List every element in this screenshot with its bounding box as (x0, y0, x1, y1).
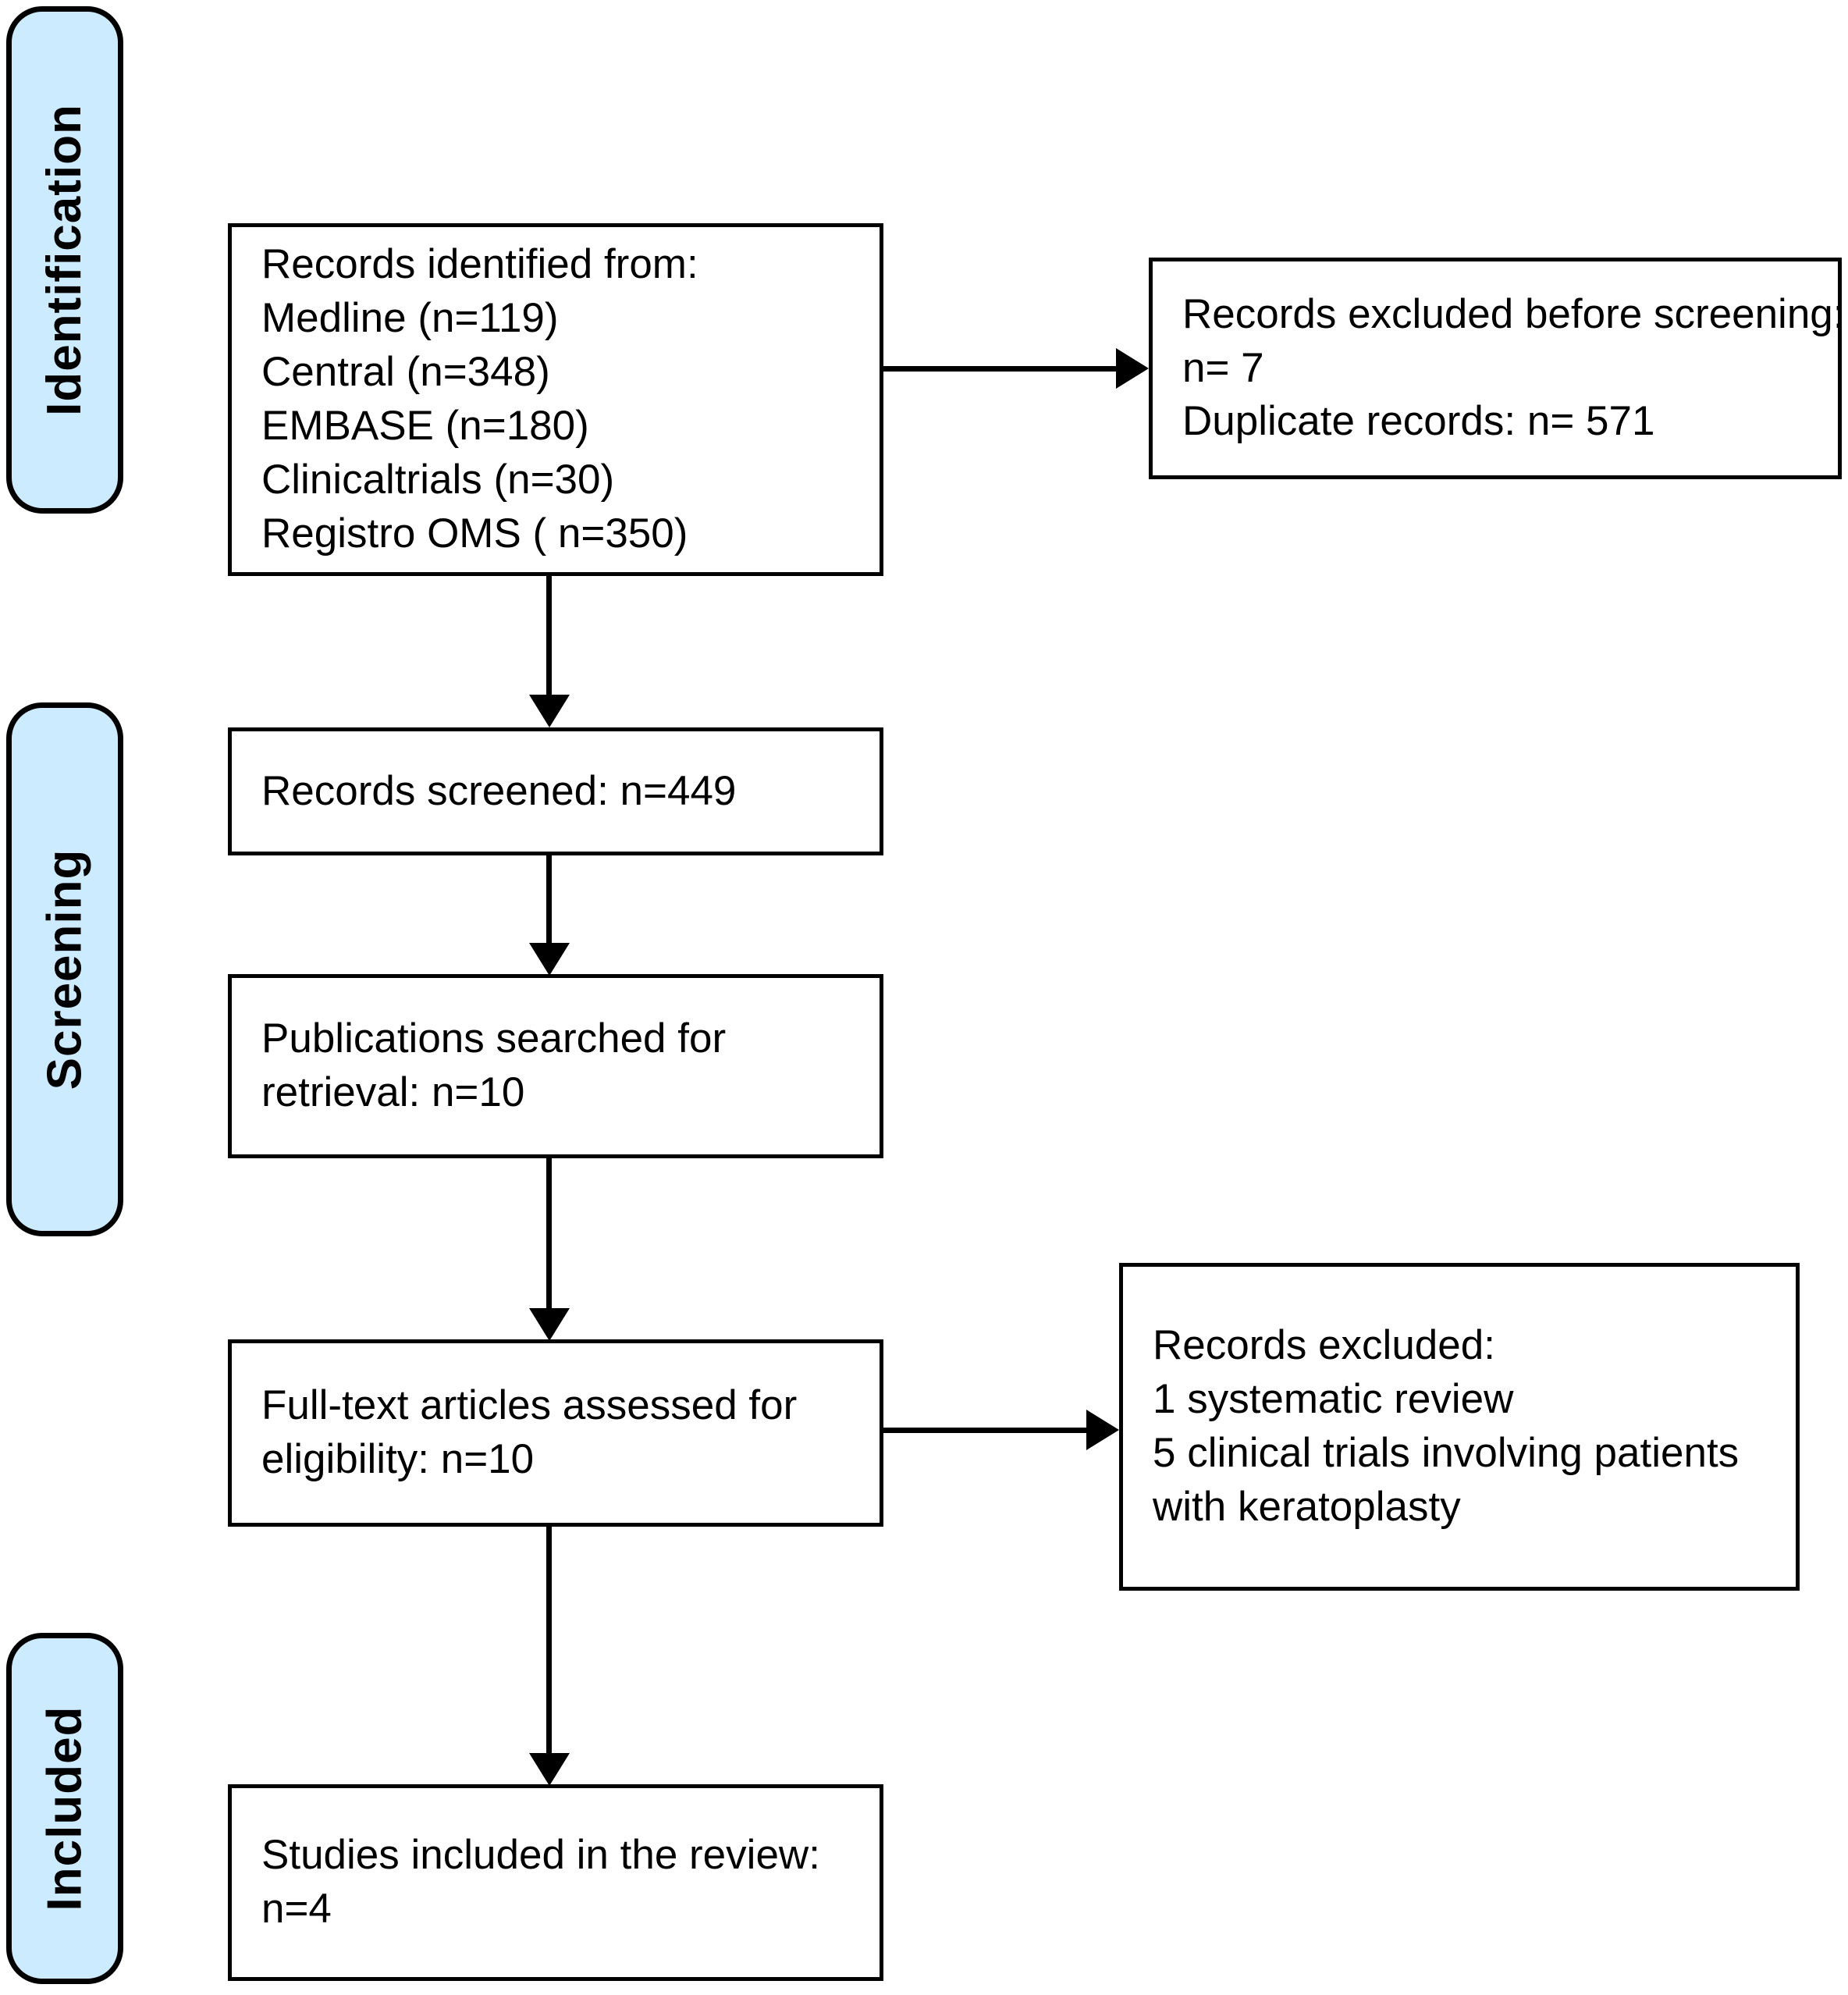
phase-pill-identification: Identification (6, 6, 123, 514)
arrow-fulltext-to-excluded (1086, 1410, 1119, 1450)
box-records-screened-text: Records screened: n=449 (232, 765, 880, 819)
box-line: eligibility: n=10 (261, 1436, 535, 1482)
box-line: Central (n=348) (261, 349, 550, 396)
connector-screened-to-publications (546, 855, 552, 951)
box-full-text-assessed-text: Full-text articles assessed for eligibil… (232, 1379, 880, 1487)
box-records-identified: Records identified from: Medline (n=119)… (228, 223, 883, 576)
phase-label-included: Included (37, 1705, 91, 1911)
box-publications-searched-text: Publications searched for retrieval: n=1… (232, 1012, 880, 1120)
box-line: Registro OMS ( n=350) (261, 510, 688, 557)
arrow-publications-to-fulltext (529, 1308, 570, 1341)
box-line: Studies included in the review: (261, 1832, 820, 1879)
arrow-identified-to-excluded (1116, 348, 1149, 389)
connector-fulltext-to-included (546, 1527, 552, 1761)
box-line: Duplicate records: n= 571 (1182, 398, 1655, 445)
connector-fulltext-to-excluded (883, 1428, 1088, 1433)
box-line: EMBASE (n=180) (261, 403, 589, 449)
box-line: n= 7 (1182, 344, 1264, 391)
arrow-identified-to-screened (529, 695, 570, 727)
box-publications-searched: Publications searched for retrieval: n=1… (228, 974, 883, 1158)
box-line: Clinicaltrials (n=30) (261, 456, 615, 503)
box-studies-included-text: Studies included in the review: n=4 (232, 1829, 880, 1936)
phase-pill-included: Included (6, 1633, 123, 1984)
box-line: Records screened: n=449 (261, 767, 737, 814)
box-line: Medline (n=119) (261, 295, 559, 342)
box-line: 5 clinical trials involving patients (1153, 1430, 1740, 1476)
box-line: n=4 (261, 1886, 332, 1932)
arrow-screened-to-publications (529, 943, 570, 976)
box-line: Records identified from: (261, 241, 698, 288)
box-line: retrieval: n=10 (261, 1069, 525, 1115)
box-line: with keratoplasty (1153, 1483, 1461, 1530)
connector-identified-to-excluded (883, 366, 1118, 372)
box-line: Publications searched for (261, 1015, 727, 1062)
box-records-excluded-before-screening-text: Records excluded before screening: n= 7 … (1153, 288, 1845, 450)
box-line: Records excluded before screening: (1182, 290, 1845, 337)
box-line: Records excluded: (1153, 1322, 1495, 1369)
box-line: Full-text articles assessed for (261, 1382, 798, 1429)
box-records-excluded-before-screening: Records excluded before screening: n= 7 … (1149, 258, 1845, 479)
box-full-text-assessed: Full-text articles assessed for eligibil… (228, 1339, 883, 1527)
arrow-fulltext-to-included (529, 1753, 570, 1786)
box-records-identified-text: Records identified from: Medline (n=119)… (232, 238, 880, 560)
connector-publications-to-fulltext (546, 1158, 552, 1316)
box-studies-included: Studies included in the review: n=4 (228, 1784, 883, 1981)
box-line: 1 systematic review (1153, 1376, 1514, 1423)
phase-label-identification: Identification (37, 104, 91, 416)
box-records-screened: Records screened: n=449 (228, 727, 883, 855)
box-records-excluded-text: Records excluded: 1 systematic review 5 … (1123, 1319, 1796, 1534)
connector-identified-to-screened (546, 576, 552, 702)
box-records-excluded: Records excluded: 1 systematic review 5 … (1119, 1263, 1800, 1591)
phase-pill-screening: Screening (6, 702, 123, 1236)
phase-label-screening: Screening (37, 848, 91, 1090)
